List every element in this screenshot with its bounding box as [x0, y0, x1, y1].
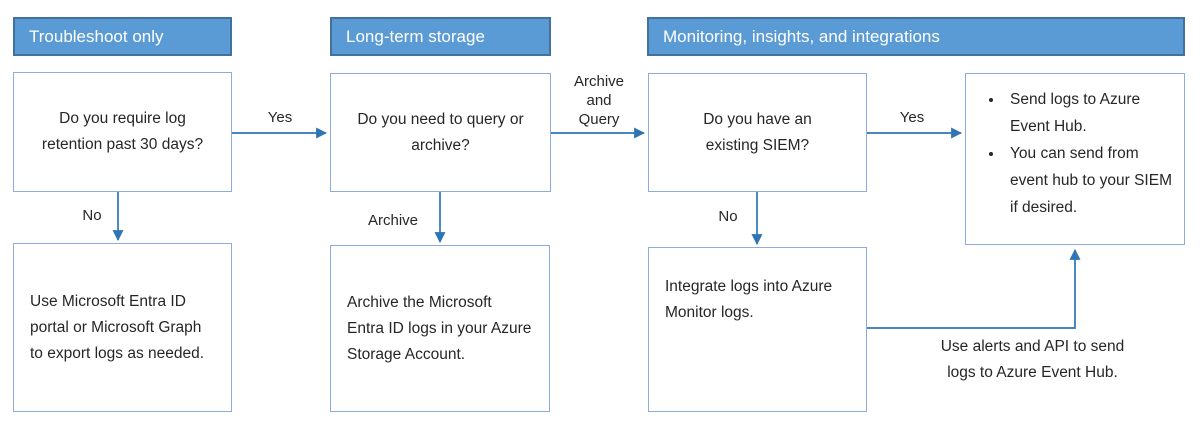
node-text: Do you need to query or archive?: [357, 110, 524, 154]
edge-label-archive-and-query: Archive and Query: [573, 73, 625, 128]
edge-label-siem-yes: Yes: [899, 109, 925, 126]
column-header-monitoring-insights-integrations: Monitoring, insights, and integrations: [647, 17, 1185, 56]
node-text: Use Microsoft Entra ID portal or Microso…: [30, 292, 205, 362]
node-siem-question: Do you have an existing SIEM?: [648, 73, 867, 192]
node-query-archive-question: Do you need to query or archive?: [330, 73, 551, 192]
node-retention-question: Do you require log retention past 30 day…: [13, 72, 232, 192]
node-event-hub-result: Send logs to Azure Event Hub. You can se…: [965, 73, 1185, 245]
node-text: Integrate logs into Azure Monitor logs.: [665, 278, 833, 321]
node-text: Do you require log retention past 30 day…: [41, 110, 204, 153]
column-header-label: Monitoring, insights, and integrations: [663, 26, 940, 46]
edge-label-alerts-api: Use alerts and API to send logs to Azure…: [940, 338, 1125, 381]
column-header-label: Troubleshoot only: [29, 26, 164, 46]
node-azure-monitor-result: Integrate logs into Azure Monitor logs.: [648, 247, 867, 412]
edge-label-siem-no: No: [718, 208, 738, 225]
edge-label-retention-no: No: [82, 207, 102, 224]
node-export-logs-result: Use Microsoft Entra ID portal or Microso…: [13, 243, 232, 412]
node-text: Do you have an existing SIEM?: [703, 110, 812, 154]
edge-label-archive: Archive: [367, 212, 419, 229]
event-hub-bullet-list: Send logs to Azure Event Hub. You can se…: [982, 86, 1174, 221]
column-header-troubleshoot-only: Troubleshoot only: [13, 17, 232, 56]
node-text: Archive the Microsoft Entra ID logs in y…: [347, 293, 532, 363]
edge-label-retention-yes: Yes: [267, 109, 293, 126]
column-header-long-term-storage: Long-term storage: [330, 17, 551, 56]
bullet-item: You can send from event hub to your SIEM…: [1004, 140, 1174, 221]
bullet-item: Send logs to Azure Event Hub.: [1004, 86, 1174, 140]
node-archive-storage-result: Archive the Microsoft Entra ID logs in y…: [330, 245, 550, 412]
column-header-label: Long-term storage: [346, 26, 485, 46]
edge-alerts-api: [867, 248, 1081, 329]
